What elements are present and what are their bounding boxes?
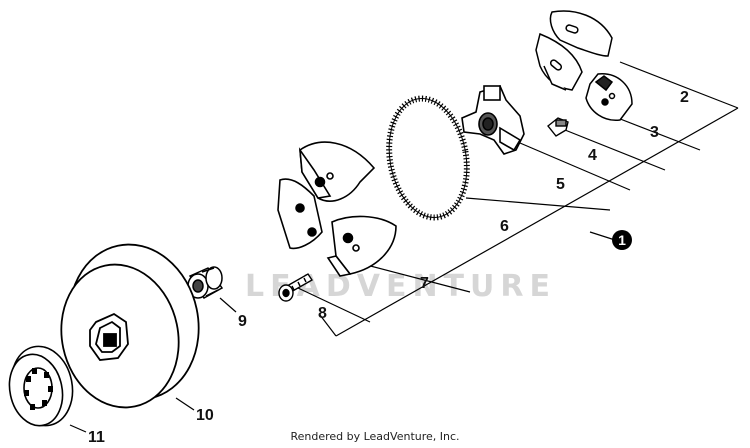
- clutch-drum-10: [60, 243, 200, 409]
- part-label-1: 1: [618, 232, 626, 248]
- pin-4: [547, 117, 569, 137]
- needle-bearing-9: [187, 266, 224, 299]
- rim-sprocket-11: [8, 345, 74, 427]
- screw-8: [278, 273, 313, 302]
- clutch-shoes-7: [277, 141, 397, 277]
- assembly-callout-1: 1: [612, 230, 632, 250]
- clutch-spider-5: [461, 85, 525, 155]
- part-label-3: 3: [650, 124, 659, 141]
- part-label-2: 2: [680, 89, 689, 106]
- clutch-shoe-3: [585, 73, 633, 121]
- part-label-8: 8: [318, 305, 327, 322]
- clutch-plate-2: [535, 10, 613, 91]
- clutch-spring-6: [386, 95, 470, 221]
- small-leaders: [69, 297, 237, 433]
- part-label-7: 7: [420, 275, 429, 292]
- part-label-10: 10: [196, 407, 214, 424]
- part-label-9: 9: [238, 313, 247, 330]
- part-label-11: 11: [88, 429, 105, 446]
- part-label-5: 5: [556, 176, 565, 193]
- render-credit: Rendered by LeadVenture, Inc.: [290, 430, 460, 443]
- part-label-4: 4: [588, 147, 597, 164]
- part-label-6: 6: [500, 218, 509, 235]
